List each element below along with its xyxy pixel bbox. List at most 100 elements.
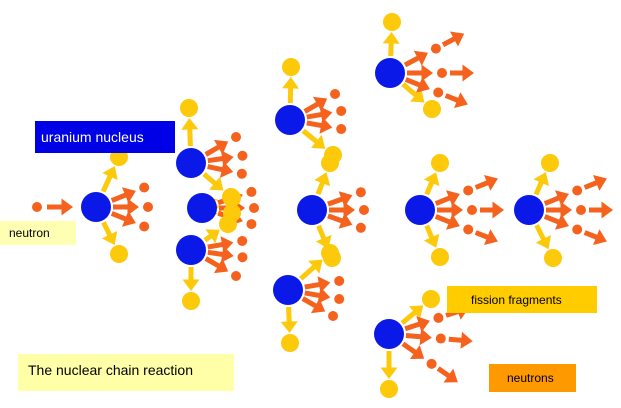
neutron-arrow bbox=[543, 190, 569, 207]
neutron-arrow bbox=[304, 276, 331, 293]
uranium-nucleus bbox=[176, 235, 206, 265]
fission-fragment bbox=[431, 154, 449, 172]
neutron-arrow bbox=[329, 201, 355, 219]
neutrons-layer bbox=[32, 43, 586, 369]
neutron-arrow bbox=[304, 287, 331, 304]
neutron-arrow bbox=[583, 229, 607, 245]
neutron bbox=[355, 222, 366, 233]
uranium-nucleus bbox=[374, 319, 404, 349]
diagram-title: The nuclear chain reaction bbox=[18, 354, 234, 391]
fragment-arrow bbox=[299, 259, 323, 281]
fission-fragment bbox=[321, 154, 339, 172]
neutron-arrow bbox=[437, 201, 463, 219]
fission-fragment bbox=[380, 380, 398, 398]
neutron-arrow bbox=[207, 246, 234, 263]
neutron bbox=[236, 168, 247, 179]
neutron bbox=[237, 235, 248, 246]
uranium-nucleus bbox=[514, 195, 544, 225]
fragment-arrow bbox=[202, 172, 224, 191]
fragment-arrow bbox=[314, 172, 331, 195]
fission-fragment bbox=[180, 99, 198, 117]
neutron bbox=[139, 221, 150, 232]
neutron-arrow bbox=[543, 213, 569, 230]
neutron-arrow bbox=[404, 316, 430, 333]
neutron bbox=[231, 271, 242, 281]
fragment-arrow bbox=[101, 221, 118, 245]
fragment-arrow bbox=[401, 82, 425, 103]
fragment-arrow bbox=[181, 118, 199, 147]
fragment-arrow bbox=[423, 172, 440, 196]
neutron bbox=[249, 203, 259, 213]
neutron-arrow bbox=[207, 236, 234, 253]
fragment-arrow bbox=[100, 166, 118, 193]
neutron bbox=[467, 205, 477, 215]
neutron bbox=[435, 333, 446, 344]
neutron-arrow bbox=[204, 256, 229, 274]
uranium-nucleus bbox=[375, 58, 405, 88]
neutron-arrow bbox=[474, 175, 498, 191]
neutron bbox=[463, 185, 474, 196]
uranium-nucleus-label: uranium nucleus bbox=[35, 121, 175, 153]
fission-fragment bbox=[383, 13, 401, 31]
neutron bbox=[576, 205, 586, 215]
neutron-arrow bbox=[306, 117, 333, 134]
fragment-arrow bbox=[182, 267, 200, 291]
neutron bbox=[572, 224, 583, 235]
fragment-arrow bbox=[203, 229, 220, 244]
neutron bbox=[433, 312, 444, 323]
neutron bbox=[437, 68, 447, 78]
fragment-arrow bbox=[280, 306, 298, 333]
neutron-arrow bbox=[327, 212, 353, 229]
neutron bbox=[572, 185, 583, 196]
neutron bbox=[336, 124, 347, 135]
neutron-arrow bbox=[207, 150, 234, 167]
neutron bbox=[359, 205, 369, 215]
neutron bbox=[426, 358, 437, 369]
uranium-nucleus bbox=[297, 195, 327, 225]
neutron-arrow bbox=[436, 366, 458, 383]
neutron-arrow bbox=[327, 191, 353, 208]
neutron-arrow bbox=[434, 190, 460, 207]
neutron-arrow bbox=[401, 341, 425, 359]
neutron-arrow bbox=[448, 331, 473, 349]
fission-fragment bbox=[541, 154, 559, 172]
neutron-arrow bbox=[407, 64, 433, 82]
fission-fragment bbox=[282, 58, 300, 76]
fission-fragment bbox=[544, 249, 562, 267]
neutron bbox=[246, 186, 257, 197]
neutron-arrow bbox=[444, 92, 468, 108]
fragment-arrow bbox=[315, 224, 332, 249]
uranium-nucleus bbox=[275, 105, 305, 135]
neutron-arrow bbox=[110, 187, 136, 204]
fission-fragment bbox=[423, 100, 441, 118]
neutron bbox=[246, 219, 257, 230]
fission-fragments-label: fission fragments bbox=[447, 286, 597, 313]
fission-fragment bbox=[223, 189, 241, 207]
neutron bbox=[231, 132, 242, 142]
fragment-arrow bbox=[533, 172, 549, 196]
neutron bbox=[32, 202, 42, 212]
neutron-arrow bbox=[450, 64, 474, 82]
fragment-arrow bbox=[282, 77, 300, 104]
neutron-arrow bbox=[207, 161, 234, 178]
neutron-arrow bbox=[47, 198, 73, 216]
fission-fragment bbox=[110, 245, 128, 263]
neutron bbox=[334, 294, 345, 305]
neutron-arrow bbox=[546, 201, 572, 219]
fission-fragment bbox=[422, 290, 440, 308]
neutron bbox=[355, 187, 366, 198]
neutron bbox=[336, 105, 347, 116]
uranium-nucleus bbox=[273, 275, 303, 305]
neutron-arrow bbox=[403, 50, 428, 68]
fission-fragment bbox=[182, 292, 200, 310]
neutron-arrow bbox=[110, 210, 136, 227]
uranium-nucleus bbox=[187, 193, 217, 223]
neutron-arrow bbox=[306, 106, 333, 123]
neutron bbox=[237, 252, 248, 263]
fragment-arrow bbox=[380, 351, 398, 379]
neutron bbox=[430, 43, 441, 54]
fission-fragment bbox=[281, 334, 299, 352]
neutron bbox=[139, 182, 150, 193]
nuclei-layer bbox=[81, 58, 544, 349]
